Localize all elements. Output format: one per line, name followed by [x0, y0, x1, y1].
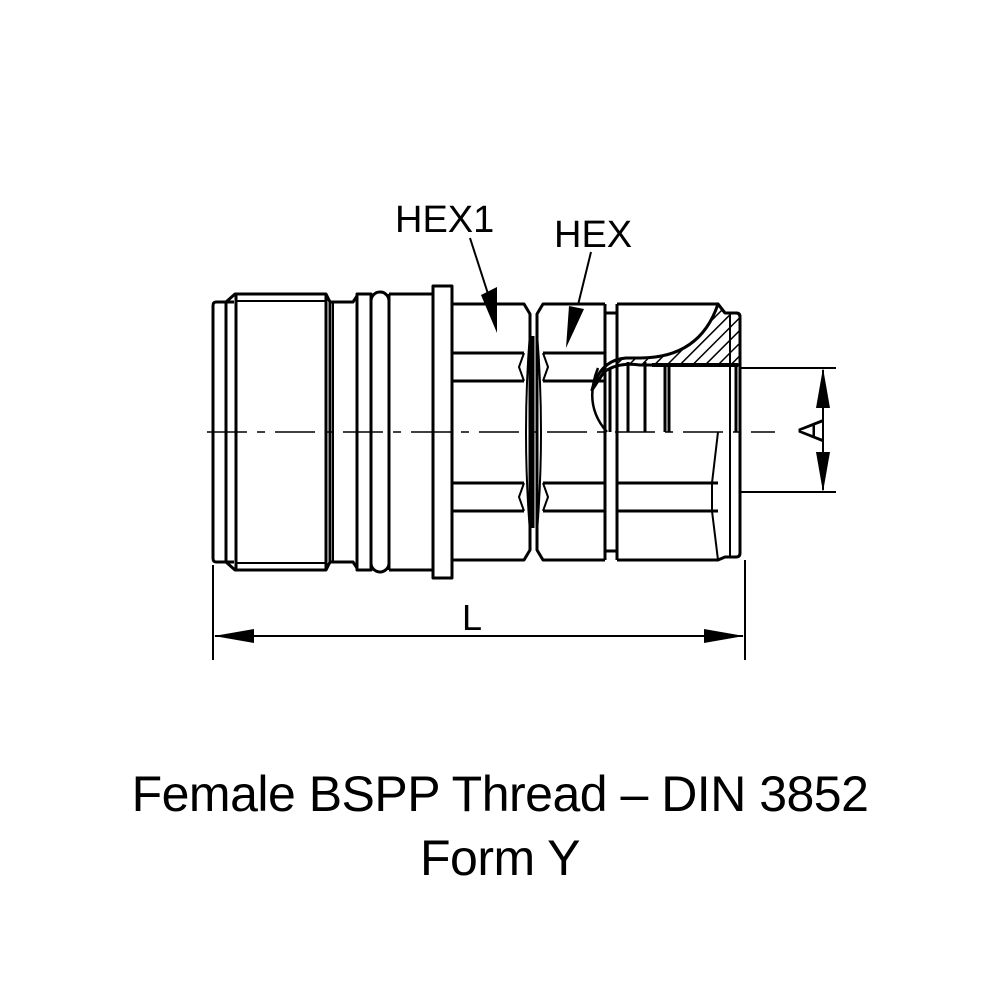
hex1-arrowhead-icon: [481, 287, 497, 333]
dim-l-arrow-right-icon: [704, 629, 744, 643]
dimension-l-label: L: [462, 597, 482, 638]
caption-line-1: Female BSPP Thread – DIN 3852: [131, 766, 869, 822]
dim-l-arrow-left-icon: [214, 629, 254, 643]
hex1-label: HEX1: [395, 199, 494, 241]
hex-label: HEX: [554, 214, 632, 256]
hex-arrowhead-icon: [566, 306, 584, 348]
internal-bore: [591, 362, 738, 433]
caption-line-2: Form Y: [420, 830, 581, 886]
dim-a-arrow-down-icon: [816, 452, 830, 492]
hex1-leader-line: [469, 237, 491, 301]
dimension-a-label: A: [792, 419, 830, 442]
hex-leader-line: [577, 251, 592, 306]
dimension-l: [212, 560, 746, 660]
dim-a-arrow-up-icon: [816, 368, 830, 408]
